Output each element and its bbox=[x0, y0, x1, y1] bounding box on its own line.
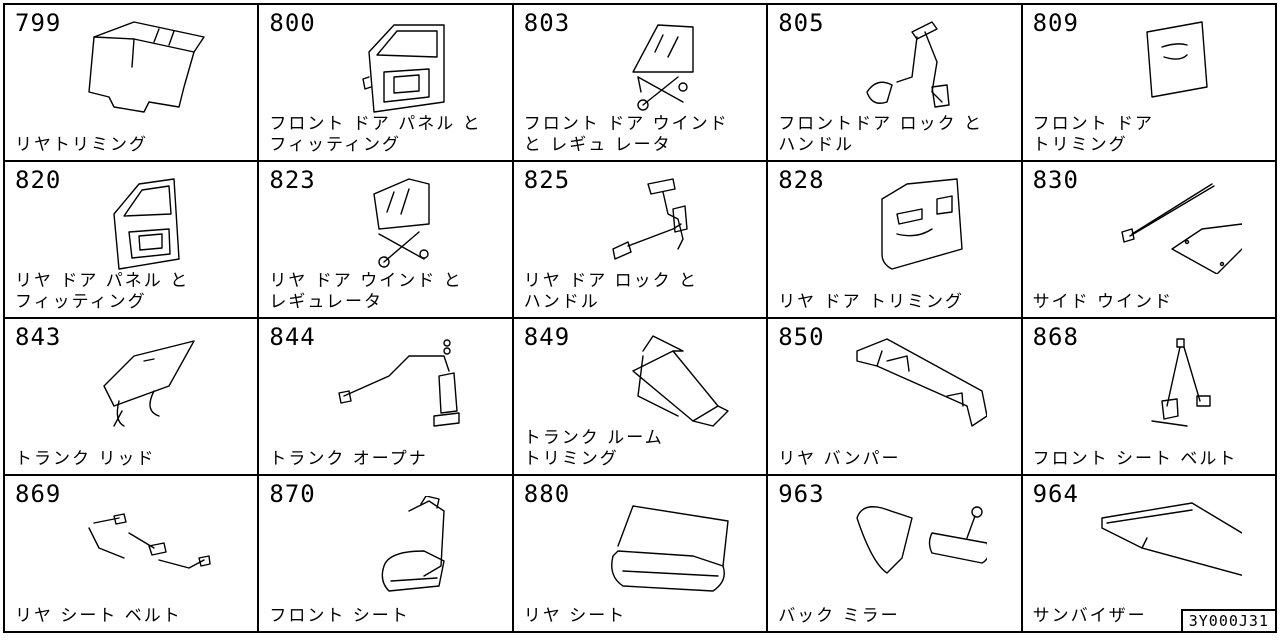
part-cell-809[interactable]: 809 フロント ドア トリミング bbox=[1022, 5, 1277, 162]
part-label: リヤ ドア パネル と フィッティング bbox=[15, 271, 190, 312]
part-number: 869 bbox=[15, 480, 62, 508]
part-label: フロント ドア ウインド と レギュ レータ bbox=[523, 114, 729, 155]
part-number: 828 bbox=[778, 166, 825, 194]
part-label: リヤ ドア ウインド と レギュレータ bbox=[269, 271, 463, 312]
part-cell-805[interactable]: 805 フロントドア ロック と ハンドル bbox=[768, 5, 1023, 162]
side-window-icon bbox=[1121, 183, 1242, 274]
door-trim-icon bbox=[1146, 21, 1208, 98]
part-cell-870[interactable]: 870 フロント シート bbox=[259, 476, 514, 633]
part-label: フロント ドア トリミング bbox=[1032, 114, 1154, 155]
part-cell-868[interactable]: 868 フロント シート ベルト bbox=[1022, 319, 1277, 476]
window-regulator-icon bbox=[632, 24, 694, 111]
part-number: 880 bbox=[523, 480, 571, 508]
part-label: サイド ウインド bbox=[1032, 292, 1173, 312]
front-seat-icon bbox=[381, 496, 445, 592]
part-cell-963[interactable]: 963 バック ミラー bbox=[768, 476, 1023, 633]
part-label: リヤ ドア ロック と ハンドル bbox=[523, 271, 699, 312]
rear-seat-belt-icon bbox=[88, 513, 211, 569]
trunk-opener-icon bbox=[337, 339, 460, 427]
part-label: フロント ドア パネル と フィッティング bbox=[269, 114, 482, 155]
part-number: 849 bbox=[523, 323, 571, 351]
parts-grid: 799 リヤトリミング 800 フロント ドア パネル と フィッティング 80… bbox=[3, 3, 1277, 633]
part-label: トランク オープナ bbox=[269, 449, 428, 469]
part-cell-800[interactable]: 800 フロント ドア パネル と フィッティング bbox=[259, 5, 514, 162]
part-cell-964[interactable]: 964 サンバイザー 3Y000J31 bbox=[1022, 476, 1277, 633]
part-number: 809 bbox=[1032, 9, 1079, 37]
door-lock-handle-icon bbox=[866, 21, 951, 108]
part-number: 964 bbox=[1032, 480, 1079, 508]
part-label: リヤ ドア トリミング bbox=[778, 292, 964, 312]
part-label: リヤ バンパー bbox=[778, 449, 901, 469]
part-cell-849[interactable]: 849 トランク ルーム トリミング bbox=[513, 319, 769, 476]
part-label: リヤ シート bbox=[523, 606, 627, 626]
catalog-code: 3Y000J31 bbox=[1180, 609, 1275, 631]
part-number: 799 bbox=[15, 9, 62, 37]
part-label: フロントドア ロック と ハンドル bbox=[778, 114, 983, 155]
mirror-icon bbox=[856, 506, 988, 574]
part-label: フロント シート bbox=[269, 606, 410, 626]
part-cell-843[interactable]: 843 トランク リッド bbox=[5, 319, 260, 476]
part-cell-850[interactable]: 850 リヤ バンパー bbox=[768, 319, 1023, 476]
rear-seat-icon bbox=[611, 505, 729, 592]
trunk-lid-icon bbox=[103, 340, 195, 427]
door-trim-icon bbox=[881, 178, 964, 270]
part-number: 963 bbox=[778, 480, 825, 508]
part-number: 805 bbox=[778, 9, 825, 37]
part-cell-825[interactable]: 825 リヤ ドア ロック と ハンドル bbox=[513, 162, 769, 319]
part-cell-820[interactable]: 820 リヤ ドア パネル と フィッティング bbox=[5, 162, 260, 319]
part-cell-880[interactable]: 880 リヤ シート bbox=[513, 476, 769, 633]
part-number: 830 bbox=[1032, 166, 1079, 194]
part-number: 825 bbox=[523, 166, 571, 194]
part-label: リヤトリミング bbox=[15, 135, 148, 155]
part-cell-823[interactable]: 823 リヤ ドア ウインド と レギュレータ bbox=[259, 162, 514, 319]
rear-trim-panel-icon bbox=[88, 21, 205, 113]
part-cell-830[interactable]: 830 サイド ウインド bbox=[1022, 162, 1277, 319]
part-cell-799[interactable]: 799 リヤトリミング bbox=[5, 5, 260, 162]
part-label: バック ミラー bbox=[778, 606, 900, 626]
part-number: 850 bbox=[778, 323, 825, 351]
part-label: フロント シート ベルト bbox=[1032, 449, 1238, 469]
rear-door-panel-icon bbox=[113, 178, 180, 270]
part-number: 870 bbox=[269, 480, 316, 508]
part-number: 868 bbox=[1032, 323, 1079, 351]
part-number: 820 bbox=[15, 166, 62, 194]
seat-belt-icon bbox=[1151, 338, 1211, 427]
part-cell-803[interactable]: 803 フロント ドア ウインド と レギュ レータ bbox=[513, 5, 769, 162]
part-number: 844 bbox=[269, 323, 316, 351]
part-number: 843 bbox=[15, 323, 62, 351]
window-regulator-icon bbox=[372, 178, 430, 268]
door-lock-handle-icon bbox=[612, 178, 688, 260]
part-label: サンバイザー bbox=[1032, 606, 1147, 626]
part-label: リヤ シート ベルト bbox=[15, 606, 182, 626]
part-number: 823 bbox=[269, 166, 316, 194]
part-cell-844[interactable]: 844 トランク オープナ bbox=[259, 319, 514, 476]
part-number: 800 bbox=[269, 9, 316, 37]
part-label: トランク ルーム トリミング bbox=[523, 428, 664, 469]
front-door-panel-icon bbox=[361, 24, 445, 113]
trunk-trim-icon bbox=[632, 335, 729, 427]
sun-visor-icon bbox=[1101, 502, 1242, 576]
part-cell-828[interactable]: 828 リヤ ドア トリミング bbox=[768, 162, 1023, 319]
rear-bumper-icon bbox=[856, 338, 988, 427]
part-number: 803 bbox=[523, 9, 571, 37]
part-cell-869[interactable]: 869 リヤ シート ベルト bbox=[5, 476, 260, 633]
part-label: トランク リッド bbox=[15, 449, 156, 469]
